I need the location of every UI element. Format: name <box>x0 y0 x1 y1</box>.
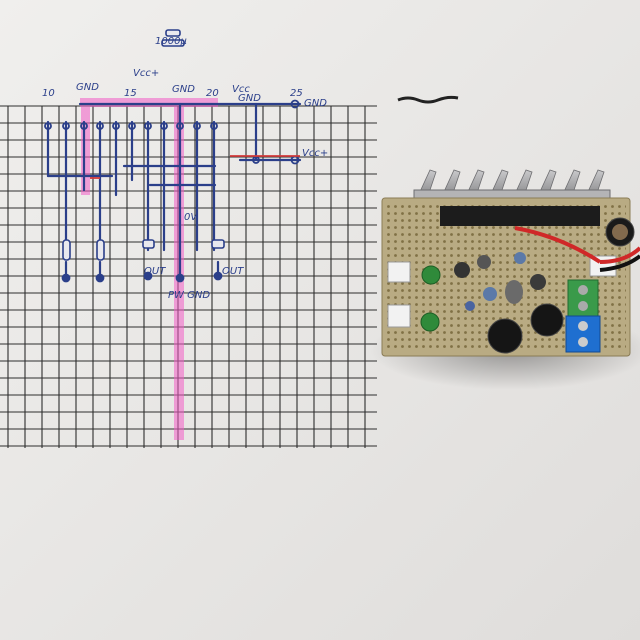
label-vcc-plus: Vcc+ <box>133 68 159 79</box>
red-pen-marks <box>90 155 300 179</box>
schematic-nodes <box>44 99 300 283</box>
label-col-10: 10 <box>42 88 55 99</box>
cap-black-large-2 <box>530 303 564 337</box>
cap-green-2 <box>420 312 440 332</box>
black-wire <box>599 254 640 272</box>
label-gnd-b: GND <box>172 84 195 95</box>
label-vcc: Vcc <box>232 84 250 95</box>
red-wire <box>514 226 602 264</box>
label-col-25: 25 <box>290 88 303 99</box>
label-gnd-c: GND <box>238 93 261 104</box>
label-pw-gnd: PW GND <box>168 290 210 301</box>
label-out-right: OUT <box>222 266 244 277</box>
label-zero-v: 0V <box>184 212 198 223</box>
cap-green-1 <box>421 265 441 285</box>
label-vcc-right: Vcc+ <box>302 148 328 159</box>
cap-black-large-1 <box>487 318 523 354</box>
label-gnd-right: GND <box>304 98 327 109</box>
connector-white-bottom <box>387 304 411 328</box>
label-col-20: 20 <box>206 88 219 99</box>
label-out-left: OUT <box>144 266 166 277</box>
perfboard-amplifier <box>381 197 635 357</box>
label-gnd-a: GND <box>76 82 99 93</box>
schematic-traces <box>46 102 302 280</box>
label-cap-top: 1000μ <box>155 36 187 47</box>
connector-white-top <box>387 261 411 283</box>
handwritten-labels: 1000μ Vcc+ GND GND 10 15 20 25 Vcc GND G… <box>42 36 328 301</box>
label-col-15: 15 <box>124 88 137 99</box>
component-symbols <box>62 29 225 261</box>
pen-scribble <box>397 95 459 104</box>
